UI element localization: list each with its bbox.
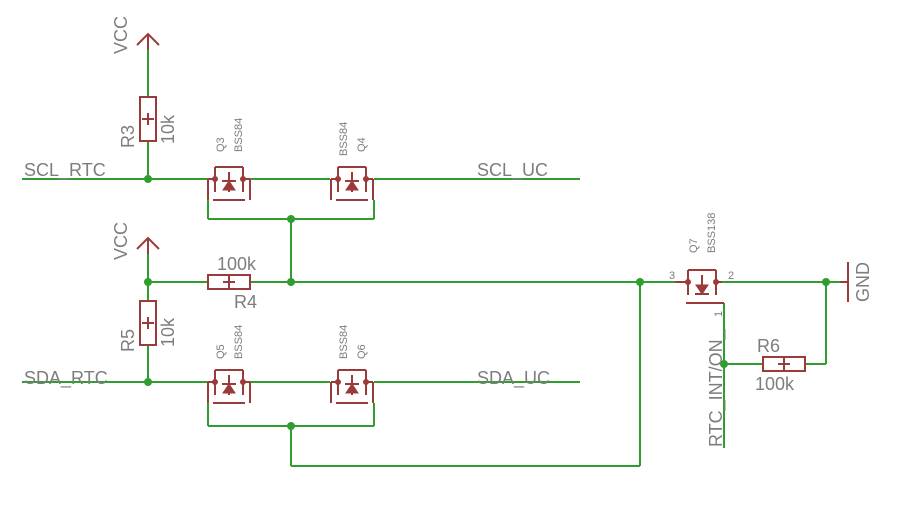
vcc-label: VCC (111, 222, 131, 260)
net-label-rtc-int: RTC_INT/ON_ (706, 328, 727, 447)
junction-dot (144, 378, 152, 386)
resistor-r4: 100k R4 (207, 254, 257, 312)
mosfet-q7: 3 2 1 Q7 BSS138 (669, 213, 734, 317)
junction-dot (287, 215, 295, 223)
junction-dot (144, 278, 152, 286)
junction-dot (720, 360, 728, 368)
gnd-symbol: GND (840, 262, 873, 302)
net-label-scl-uc: SCL_UC (477, 160, 548, 181)
junction-dot (822, 278, 830, 286)
q3-name: Q3 (215, 137, 227, 152)
vcc-label: VCC (111, 16, 131, 54)
junction-dot (144, 175, 152, 183)
mosfet-q4: BSS84 Q4 (330, 122, 374, 201)
resistor-r6: R6 100k (755, 336, 806, 394)
vcc-symbol-mid: VCC (111, 222, 160, 260)
q6-part: BSS84 (338, 325, 350, 359)
resistor-r3: R3 10k (118, 96, 178, 148)
q7-pin1: 1 (713, 311, 725, 317)
q7-pin2: 2 (728, 270, 734, 282)
junctions (144, 175, 830, 430)
r5-name: R5 (118, 329, 138, 352)
junction-dot (287, 422, 295, 430)
q3-part: BSS84 (233, 118, 245, 152)
vcc-symbol-top: VCC (111, 16, 160, 54)
r3-value: 10k (158, 114, 178, 144)
q4-name: Q4 (356, 137, 368, 152)
q7-name: Q7 (688, 238, 700, 253)
net-label-scl-rtc: SCL_RTC (24, 160, 106, 181)
r6-value: 100k (755, 374, 795, 394)
mosfet-q5: Q5 BSS84 (207, 325, 251, 404)
r5-value: 10k (158, 317, 178, 347)
q7-pin3: 3 (669, 270, 675, 282)
mosfet-q6: BSS84 Q6 (330, 325, 374, 404)
junction-dot (636, 278, 644, 286)
q5-part: BSS84 (233, 325, 245, 359)
q7-part: BSS138 (706, 213, 718, 253)
r6-name: R6 (757, 336, 780, 356)
r4-value: 100k (217, 254, 257, 274)
net-label-sda-uc: SDA_UC (477, 368, 550, 389)
q4-part: BSS84 (338, 122, 350, 156)
q5-name: Q5 (215, 344, 227, 359)
mosfet-q3: Q3 BSS84 (207, 118, 251, 201)
net-label-sda-rtc: SDA_RTC (24, 368, 108, 389)
q6-name: Q6 (356, 344, 368, 359)
net-labels: SCL_RTC SCL_UC SDA_RTC SDA_UC RTC_INT/ON… (24, 160, 727, 447)
resistor-r5: R5 10k (118, 300, 178, 352)
junction-dot (287, 278, 295, 286)
gnd-label: GND (853, 262, 873, 302)
r3-name: R3 (118, 125, 138, 148)
r4-name: R4 (234, 292, 257, 312)
